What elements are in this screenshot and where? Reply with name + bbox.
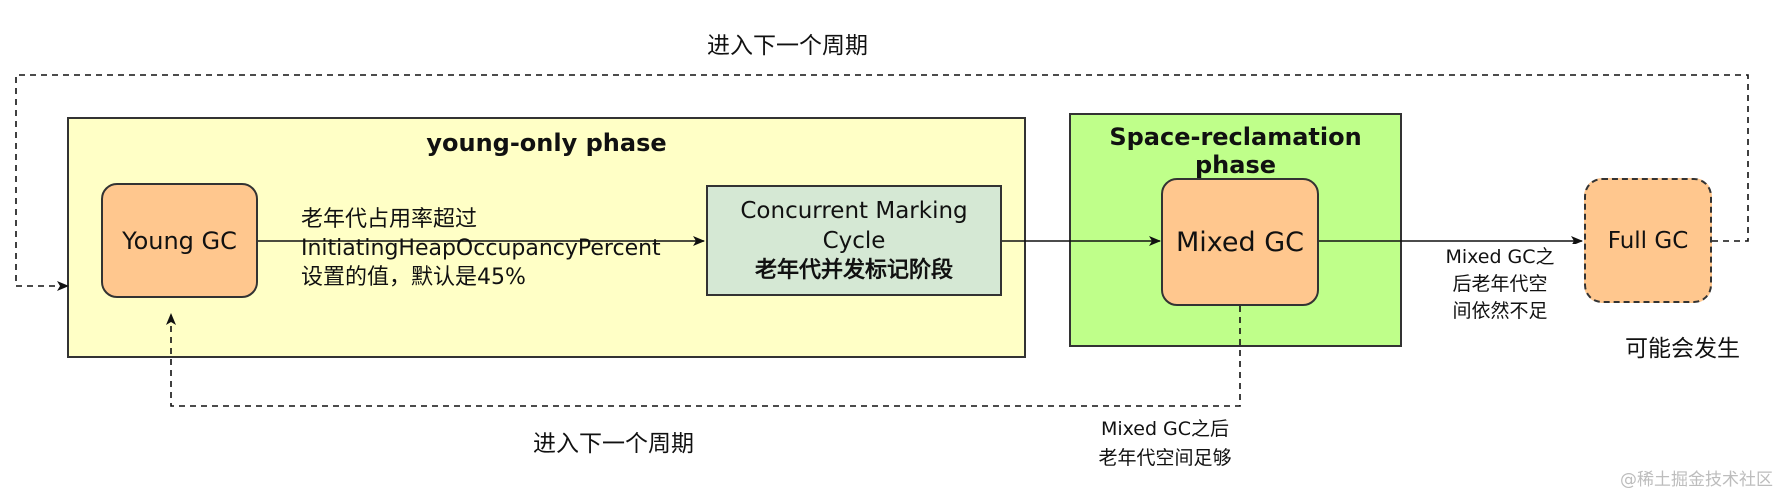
enough-space-label: Mixed GC之后 老年代空间足够: [1080, 415, 1250, 473]
insufficient-space-line-2: 后老年代空: [1452, 273, 1548, 295]
concurrent-marking-label-cn: 老年代并发标记阶段: [754, 257, 953, 283]
may-happen-label: 可能会发生: [1625, 336, 1740, 362]
arrow-next-cycle-bottom: [166, 306, 1241, 407]
concurrent-marking-label: Concurrent Marking Cycle: [740, 197, 968, 254]
full-gc-node: Full GC: [1584, 178, 1712, 303]
threshold-label-line-2: InitiatingHeapOccupancyPercent: [301, 236, 661, 261]
insufficient-space-line-3: 间依然不足: [1452, 300, 1548, 322]
enough-space-line-1: Mixed GC之后: [1100, 418, 1230, 440]
young-gc-label: Young GC: [122, 226, 237, 255]
insufficient-space-label: Mixed GC之 后老年代空 间依然不足: [1420, 244, 1580, 325]
full-gc-label: Full GC: [1607, 227, 1689, 254]
arrow-next-cycle-top: [15, 74, 1749, 291]
next-cycle-bottom-label: 进入下一个周期: [533, 431, 694, 457]
young-gc-node: Young GC: [101, 183, 258, 298]
enough-space-line-2: 老年代空间足够: [1098, 447, 1232, 469]
young-only-phase-title: young-only phase: [426, 129, 667, 157]
insufficient-space-line-1: Mixed GC之: [1445, 246, 1555, 268]
watermark: @稀土掘金技术社区: [1620, 470, 1773, 490]
mixed-gc-node: Mixed GC: [1161, 178, 1319, 306]
threshold-label: 老年代占用率超过 InitiatingHeapOccupancyPercent …: [301, 205, 661, 292]
threshold-label-line-3: 设置的值，默认是45%: [301, 265, 526, 290]
concurrent-marking-node: Concurrent Marking Cycle 老年代并发标记阶段: [706, 185, 1002, 296]
space-reclamation-phase-title: Space-reclamation phase: [1109, 123, 1362, 179]
mixed-gc-label: Mixed GC: [1175, 226, 1305, 258]
threshold-label-line-1: 老年代占用率超过: [301, 207, 478, 232]
next-cycle-top-label: 进入下一个周期: [707, 33, 868, 59]
